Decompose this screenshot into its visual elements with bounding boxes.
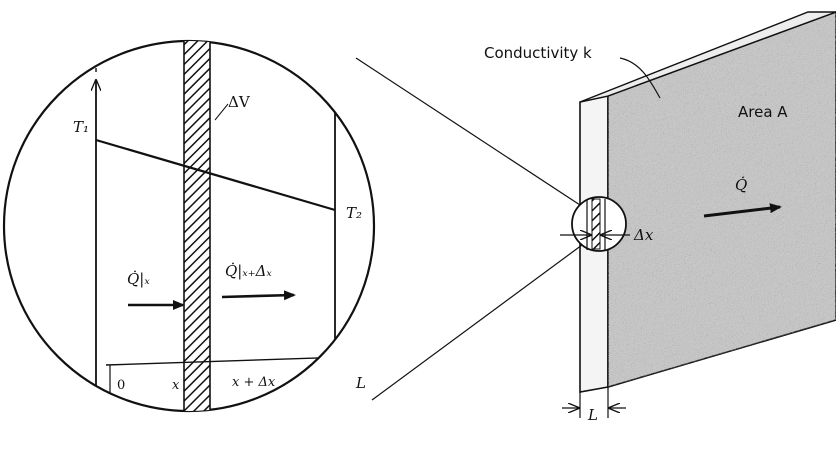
q-out-arrow xyxy=(221,290,296,301)
area-label: Area A xyxy=(738,103,788,121)
q-dot-plate-arrow xyxy=(703,203,782,218)
thickness-label: L xyxy=(587,406,598,424)
conductivity-label: Conductivity k xyxy=(484,44,592,62)
conductivity-leader xyxy=(619,57,661,99)
axis-zero-label: 0 xyxy=(117,378,125,393)
zoom-tangent-top xyxy=(355,57,581,206)
q-at-x-label: Q̇|ₓ xyxy=(127,270,150,288)
q-at-x-dx-label: Q̇|ₓ₊Δₓ xyxy=(225,262,272,280)
plate: Conductivity k Area A Q̇ Δx L xyxy=(484,11,836,424)
q-dot-plate-label: Q̇ xyxy=(735,176,747,194)
delta-v-label: ΔV xyxy=(228,93,251,111)
plate-top-face xyxy=(579,11,836,103)
delta-v-leader xyxy=(214,103,229,121)
control-volume-slab xyxy=(184,41,210,411)
axis-x-label: x xyxy=(172,378,180,393)
zoom-tangent-bottom xyxy=(371,244,583,401)
axis-x-dx-label: x + Δx xyxy=(232,375,276,390)
axis-L-label: L xyxy=(355,374,366,392)
zoom-view: ΔV T₁ T₂ Q̇|ₓ Q̇|ₓ₊Δₓ 0 x x + Δx L xyxy=(2,39,376,413)
delta-x-plate-label: Δx xyxy=(633,226,654,244)
t1-label: T₁ xyxy=(73,118,89,136)
temperature-profile-line xyxy=(95,138,336,212)
plate-texture xyxy=(608,12,836,387)
small-slab-hatch xyxy=(591,198,601,250)
t2-label: T₂ xyxy=(346,204,362,222)
